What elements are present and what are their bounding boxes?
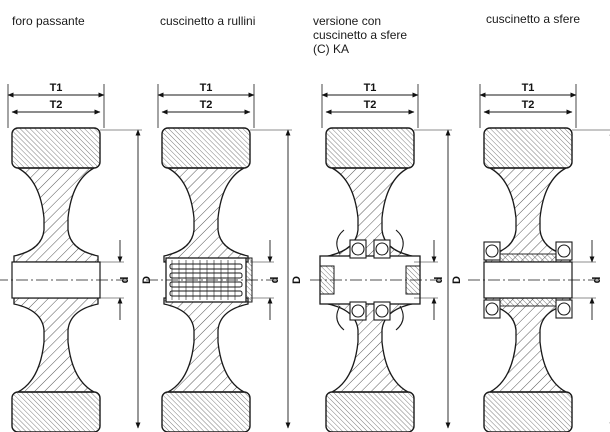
bearing-ball [557,302,571,316]
d-label: d [433,277,445,284]
t2-label: T2 [200,99,213,111]
needle-roller [169,263,243,270]
bearing-ball [351,242,365,256]
seal-lip [336,229,404,331]
caption-foro-passante: foro passante [12,14,85,28]
d-label: d [119,277,131,284]
wheel-body-lower [327,297,413,393]
caption-cuscinetto-a-sfere: cuscinetto a sfere [486,12,580,26]
wheel-body-upper [13,167,99,263]
t1-label: T1 [50,82,63,94]
d-label: d [591,277,603,284]
D-label: D [291,276,303,284]
wheel-body-lower [13,297,99,393]
spacer-tube [499,253,557,263]
bearing-ball [375,242,389,256]
spacer-tube [499,297,557,307]
t2-label: T2 [364,99,377,111]
tyre-bottom [483,391,573,432]
caption-cuscinetto-a-rullini: cuscinetto a rullini [160,14,255,28]
t2-label: T2 [522,99,535,111]
D-label: D [451,276,463,284]
caption-line: foro passante [12,14,85,28]
tyre-bottom [325,391,415,432]
caption-line: cuscinetto a sfere [313,28,408,42]
bearing-ball [485,302,499,316]
bearing-ball [375,304,389,318]
needle-roller [169,281,243,288]
caption-line: cuscinetto a sfere [486,12,581,26]
needle-roller [169,272,243,279]
caption-line: cuscinetto a rullini [160,14,256,28]
bearing-ball [351,304,365,318]
caption-line: versione con [313,14,382,28]
t1-label: T1 [200,82,213,94]
t1-label: T1 [522,82,535,94]
d-label: d [269,277,281,284]
caption-line: (C) KA [313,42,349,56]
needle-roller [169,290,243,297]
wheel-body-upper [327,167,413,263]
bearing-ball [557,244,571,258]
bearing-ball [485,244,499,258]
t2-label: T2 [50,99,63,111]
tyre-top [483,127,573,169]
tyre-top [325,127,415,169]
t1-label: T1 [364,82,377,94]
tyre-bottom [161,391,251,432]
wheel-body-lower [163,297,249,393]
tyre-top [161,127,251,169]
caption-versione-con-cuscinetto-a-sfere: versione con cuscinetto a sfere (C) KA [313,14,443,56]
tyre-top [11,127,101,169]
wheel-body-upper [163,167,249,263]
tyre-bottom [11,391,101,432]
